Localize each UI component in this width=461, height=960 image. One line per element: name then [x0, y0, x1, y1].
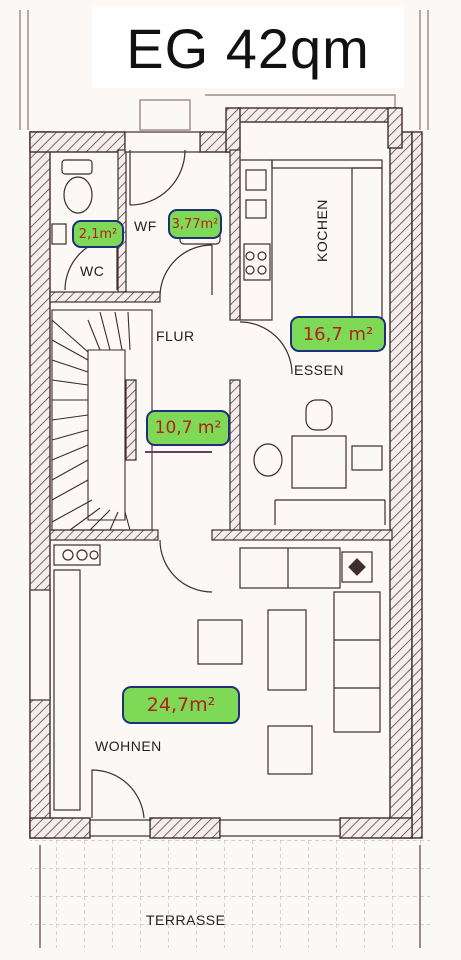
dining-table	[253, 399, 386, 525]
room-label-wc: WC	[80, 263, 105, 279]
area-badge-wf: 3,77m²	[168, 209, 222, 239]
area-badge-wohnen: 24,7m²	[122, 686, 240, 724]
area-badge-wc: 2,1m²	[72, 220, 124, 248]
room-label-terrasse: TERRASSE	[146, 912, 226, 928]
room-label-kochen: KOCHEN	[314, 199, 330, 262]
terrace-area	[30, 838, 430, 948]
room-label-wohnen: WOHNEN	[95, 738, 162, 754]
room-label-wf: WF	[134, 218, 157, 234]
living-room-furniture	[53, 539, 381, 819]
outer-walls	[29, 107, 423, 839]
room-label-flur: FLUR	[156, 328, 195, 344]
area-badge-essen-kochen: 16,7 m²	[290, 316, 386, 352]
room-label-essen: ESSEN	[294, 362, 344, 378]
title-background	[92, 6, 404, 88]
area-badge-flur: 10,7 m²	[146, 410, 230, 446]
page-title: EG 42qm	[126, 16, 370, 80]
inner-walls	[49, 149, 393, 541]
